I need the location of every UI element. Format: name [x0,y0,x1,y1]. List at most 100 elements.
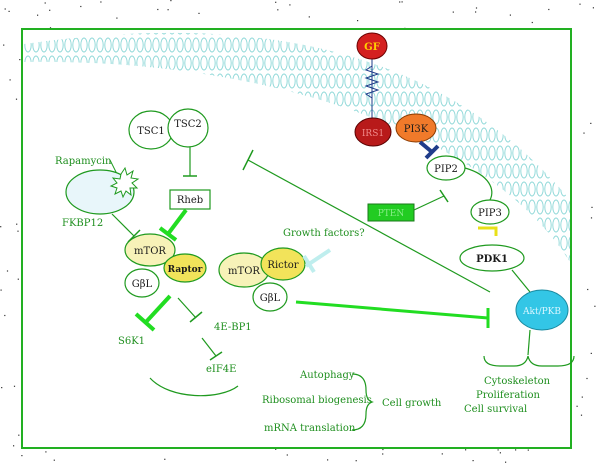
speckle [327,459,329,461]
akt-output-brace [483,355,575,367]
speckle [8,10,10,12]
speckle [499,452,501,454]
mtorc1-s6k1-bar [134,312,156,332]
speckle [170,0,172,2]
tsc1-label: TSC1 [137,126,165,137]
speckle [308,16,310,18]
mtorc1-4ebp1-line [177,297,197,319]
speckle [590,122,592,124]
speckle [17,278,19,280]
rheb-node[interactable]: Rheb [169,189,211,210]
speckle [399,1,401,3]
speckle [4,314,6,317]
speckle [452,11,454,13]
speckle [355,460,357,462]
pdk1-node[interactable]: PDK1 [459,244,525,272]
mtorc2-gbl-node[interactable]: GβL [252,282,288,312]
speckle [9,79,11,81]
akt-label: Akt/PKB [522,307,561,317]
speckle [580,414,583,416]
speckle [475,7,478,9]
speckle [49,9,51,11]
mtorc2-akt-line [295,300,489,320]
speckle [497,449,499,451]
speckle [505,461,507,463]
cell-growth-brace [351,373,374,431]
speckle [277,9,279,11]
pi3k-pip2-bar [424,144,440,160]
speckle [157,8,159,11]
speckle [21,455,23,457]
speckle [579,3,581,5]
speckle [100,1,102,3]
speckle [1,387,3,389]
mtorc2-gbl-label: GβL [260,293,281,304]
pip3-node[interactable]: PIP3 [470,199,510,225]
akt-node[interactable]: Akt/PKB [515,289,569,331]
pdk1-label: PDK1 [476,254,508,265]
mtorc1-s6k1-arrow [144,294,172,324]
cell-survival-label: Cell survival [464,404,527,415]
speckle [576,405,578,407]
speckle [275,1,277,3]
cell-frame [21,28,572,449]
speckle [472,460,474,462]
eif4e-label: eIF4E [206,364,236,375]
pip2-node[interactable]: PIP2 [426,155,466,181]
speckle [581,396,583,398]
pip3-label: PIP3 [478,208,502,219]
speckle [3,44,5,46]
tsc2-node[interactable]: TSC2 [167,108,209,148]
speckle [16,223,18,225]
speckle [167,9,169,11]
pi3k-node[interactable]: PI3K [395,113,437,143]
pip2-label: PIP2 [434,164,458,175]
rictor-node[interactable]: Rictor [260,247,306,281]
speckle [590,352,592,354]
translation-arc [149,377,239,397]
speckle [49,27,52,29]
s6k1-label: S6K1 [118,336,145,347]
speckle [587,288,589,291]
pten-to-pip2-line [413,195,445,211]
speckle [6,270,9,272]
raptor-label: Raptor [168,265,203,275]
speckle [401,1,403,3]
speckle [37,14,39,16]
gf-node[interactable]: GF [356,32,388,60]
pten-to-pip2-bar [439,189,449,203]
speckle [382,453,384,455]
speckle [19,59,21,61]
irs1-node[interactable]: IRS1 [354,117,392,147]
speckle [45,451,47,453]
4ebp1-eif4e-bar [209,351,223,361]
mtorc2-mtor-node[interactable]: mTOR [218,252,270,288]
pip3-yellow-inhibit [478,226,498,236]
autophagy-label: Autophagy [299,370,355,381]
tsc1-node[interactable]: TSC1 [128,110,174,150]
akt-output-line [527,329,531,356]
receptor-zigzag [364,65,380,99]
speckle [13,385,16,387]
speckle [590,217,593,219]
rheb-mtor-bar [158,226,178,242]
akt-inhibit-line [247,159,491,293]
4ebp1-label: 4E-BP1 [214,322,252,333]
mtorc1-mtor-node[interactable]: mTOR [124,233,176,267]
fkbp12-mtor-line [111,213,135,237]
speckle [164,458,166,460]
gf-label: GF [364,42,380,53]
mtorc1-gbl-node[interactable]: GβL [124,268,160,298]
mtorc2-mtor-label: mTOR [228,266,260,277]
raptor-node[interactable]: Raptor [163,253,207,283]
pten-node[interactable]: PTEN [367,203,415,222]
speckle [17,230,19,232]
speckle [591,206,593,208]
speckle [465,449,467,451]
irs1-label: IRS1 [362,129,384,139]
speckle [80,5,82,8]
speckle [509,14,511,16]
speckle [592,7,594,9]
mtorc1-gbl-label: GβL [132,279,153,290]
